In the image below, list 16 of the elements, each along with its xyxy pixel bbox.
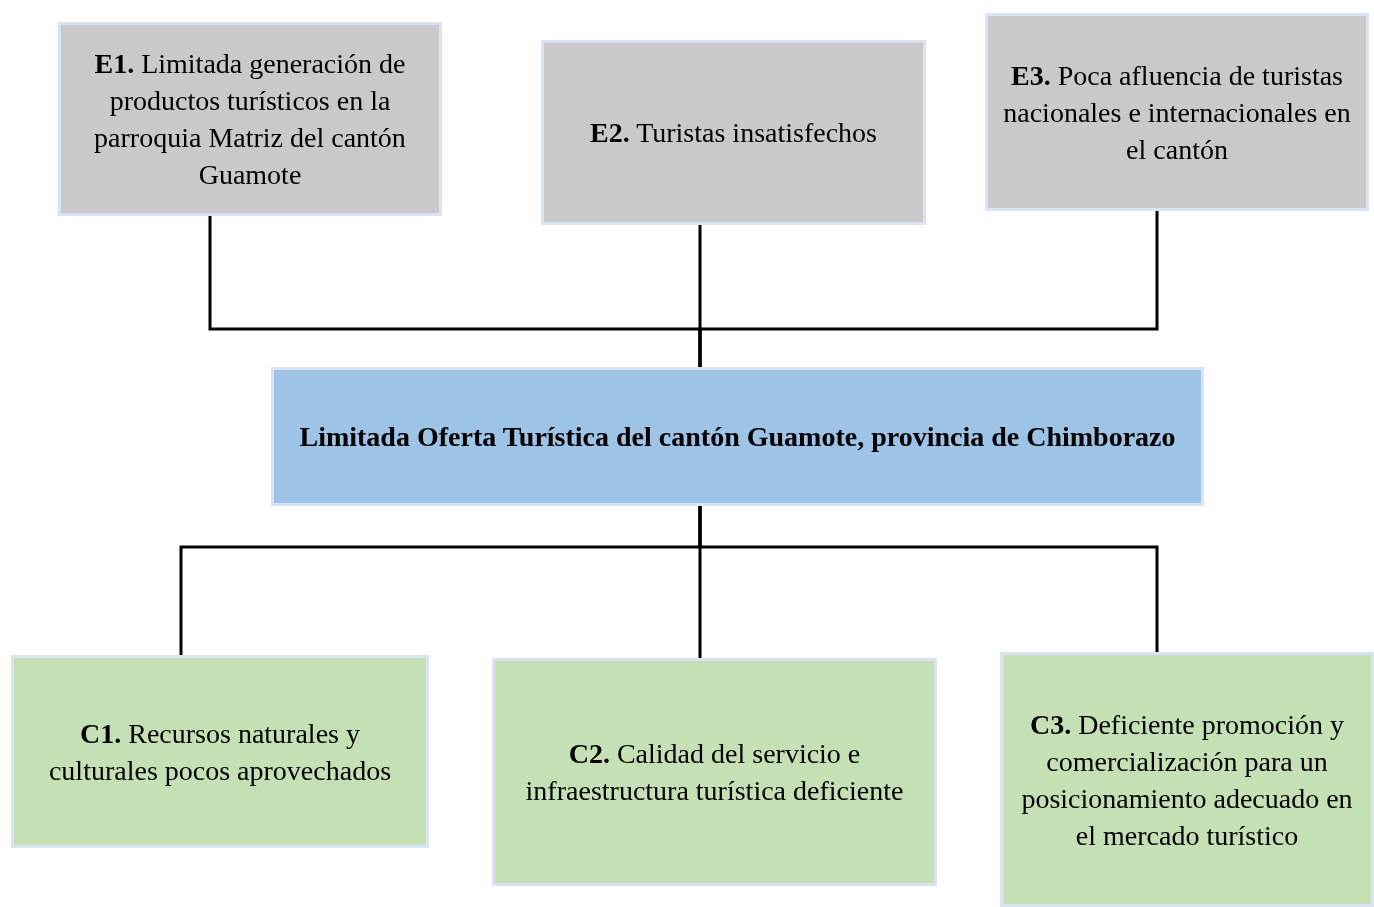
cause-box — [11, 655, 429, 848]
box-text: E2. Turistas insatisfechos — [589, 116, 877, 150]
box-text: C1. Recursos naturales y culturales pocos aprovechados — [47, 716, 393, 788]
cause-box — [1000, 652, 1374, 907]
problem-statement: Limitada Oferta Turística del cantón Guamote, provincia de Chimborazo — [299, 420, 1176, 454]
box-text: E3. Poca afluencia de turistas nacionales e internacionales en el cantón — [1002, 58, 1352, 167]
connector-line — [698, 506, 1159, 652]
effect-box — [58, 22, 442, 216]
effect-box — [541, 40, 926, 225]
box-text: C2. Calidad del servicio e infraestructura turística deficiente — [524, 737, 905, 808]
connector-line — [698, 211, 1159, 367]
box-text: C3. Deficiente promoción y comercialización para un posicionamiento adecuado en el mercado turístico — [1020, 707, 1354, 853]
problem-box — [271, 367, 1204, 506]
effect-box — [985, 13, 1369, 211]
box-text: E1. Limitada generación de productos turísticos en la parroquia Matriz del cantón Guamote — [93, 47, 407, 192]
cause-box — [492, 658, 937, 886]
